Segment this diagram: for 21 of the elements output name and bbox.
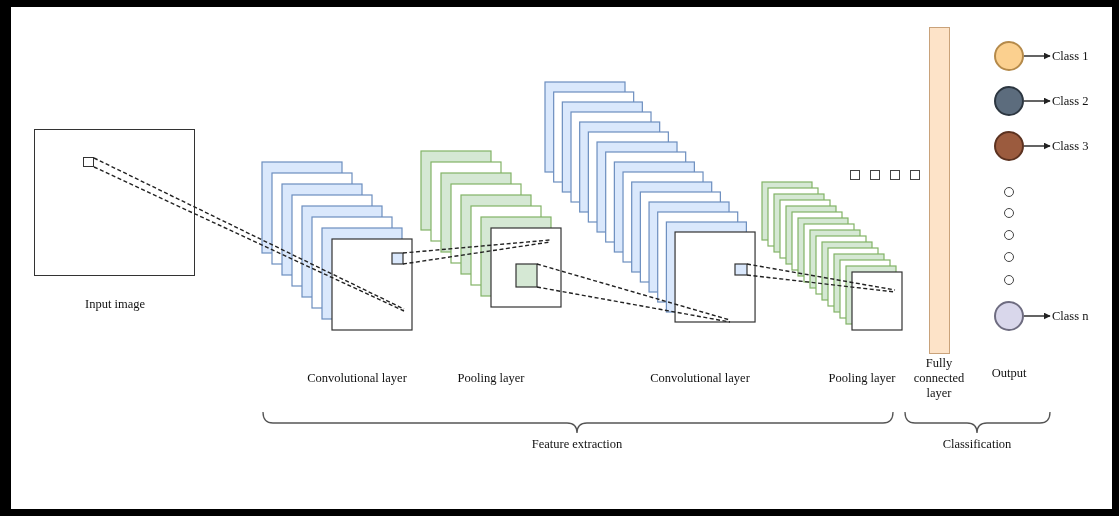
section-label: Classification	[942, 437, 1012, 452]
section-label: Feature extraction	[531, 437, 623, 452]
projection-line	[536, 263, 731, 323]
layer-label: Input image	[84, 297, 146, 312]
arrow	[1023, 52, 1051, 60]
layer-label: Convolutional layer	[307, 371, 407, 386]
class-label: Class 3	[1052, 138, 1089, 154]
class-label: Class n	[1052, 308, 1089, 324]
section-label: Output	[991, 366, 1027, 381]
layer-label: Convolutional layer	[650, 371, 750, 386]
layer-label: Fully connected layer	[912, 356, 966, 401]
layer-label: Pooling layer	[828, 371, 896, 386]
projection-line	[402, 239, 551, 265]
projection-line	[746, 263, 896, 293]
arrow	[1023, 97, 1051, 105]
class-label: Class 2	[1052, 93, 1089, 109]
arrow	[1023, 142, 1051, 150]
arrow	[1023, 312, 1051, 320]
class-label: Class 1	[1052, 48, 1089, 64]
projection-line	[93, 157, 405, 312]
layer-label: Pooling layer	[457, 371, 525, 386]
